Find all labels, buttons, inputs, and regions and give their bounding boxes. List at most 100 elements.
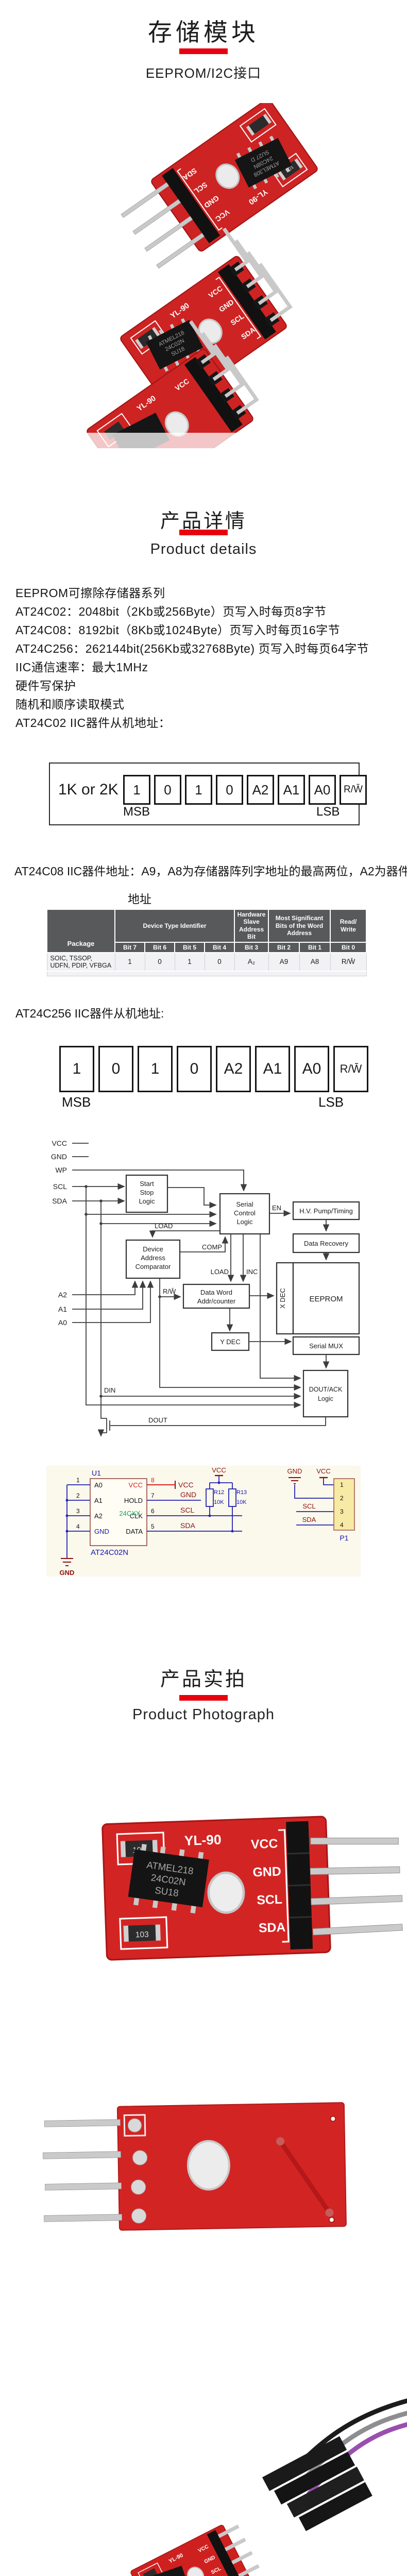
svg-text:Comparator: Comparator bbox=[135, 1263, 171, 1270]
scl-net-label: SCL bbox=[180, 1506, 194, 1514]
bit-cell: 1 bbox=[123, 775, 150, 805]
detail-line: AT24C08：8192bit（8Kb或1024Byte）页写入时每页16字节 bbox=[15, 623, 341, 637]
col-header: Bit 1 bbox=[299, 941, 331, 953]
at24c08-note-line2: 地址 bbox=[128, 892, 151, 906]
svg-text:HOLD: HOLD bbox=[124, 1497, 143, 1504]
hero-product-photo: 103 ATMEL308 24C08N SU27 D YL-90 VCC GND… bbox=[0, 103, 407, 448]
via-hole bbox=[328, 2216, 335, 2223]
svg-text:2: 2 bbox=[76, 1492, 80, 1499]
cell: A8 bbox=[299, 952, 331, 972]
svg-text:VCC: VCC bbox=[129, 1481, 143, 1489]
bit-cell: A2 bbox=[216, 1046, 251, 1092]
block-x-dec bbox=[276, 1262, 294, 1335]
svg-text:Addr/counter: Addr/counter bbox=[197, 1297, 236, 1305]
svg-text:A1: A1 bbox=[94, 1497, 103, 1504]
diagram1-label: 1K or 2K bbox=[58, 781, 118, 798]
col-header: Bit 5 bbox=[174, 941, 205, 953]
section-divider-bar bbox=[179, 1695, 228, 1701]
bit-cell: A2 bbox=[247, 775, 274, 805]
page-subtitle: EEPROM/I2C接口 bbox=[145, 65, 262, 81]
col-header: Bit 7 bbox=[114, 941, 145, 953]
bit-cell: 1 bbox=[138, 1046, 173, 1092]
bit-cell: A1 bbox=[255, 1046, 290, 1092]
via-hole bbox=[330, 2115, 336, 2122]
svg-text:A2: A2 bbox=[94, 1512, 103, 1520]
p1-wires bbox=[294, 1478, 334, 1526]
cell: A₂ bbox=[234, 952, 269, 972]
solder-joint bbox=[132, 2150, 148, 2165]
cell: 1 bbox=[174, 952, 205, 972]
msb-label: MSB bbox=[62, 1094, 91, 1110]
svg-text:Data Word: Data Word bbox=[200, 1289, 232, 1296]
left-net-wires bbox=[66, 1484, 90, 1558]
svg-text:X DEC: X DEC bbox=[279, 1288, 286, 1309]
bit-cell: 0 bbox=[216, 775, 243, 805]
label-rw: R/W̄ bbox=[163, 1287, 176, 1295]
eeprom-chip: ATMEL308 24C08N SU27 D bbox=[234, 135, 292, 190]
col-header: Bit 0 bbox=[330, 941, 367, 953]
photo-with-dupont-wires: 24C02N YL-90 VCC GND SCL SDA bbox=[130, 2398, 407, 2576]
module-with-wires: 24C02N YL-90 VCC GND SCL SDA bbox=[130, 2524, 260, 2576]
page-title: 存储模块 bbox=[148, 19, 259, 46]
pin bbox=[45, 2182, 122, 2191]
pin-labels: VCC GND WP SCL SDA A2 A1 A0 bbox=[51, 1139, 67, 1327]
bit-cell: A1 bbox=[278, 775, 305, 805]
label-en: EN bbox=[272, 1204, 281, 1212]
svg-text:Logic: Logic bbox=[318, 1395, 333, 1402]
junction-dots bbox=[84, 1185, 161, 1398]
mounting-hole bbox=[215, 163, 240, 189]
block-data-word-addr-counter bbox=[182, 1283, 250, 1309]
at24c256-label: AT24C256 IIC器件从机地址: bbox=[15, 1007, 164, 1020]
svg-text:GND: GND bbox=[252, 1865, 281, 1879]
r13-refdes: R13 bbox=[236, 1489, 247, 1496]
photo-front-closeup: 103 103 ATMEL218 24C02N SU18 YL-90 VCC G… bbox=[101, 1816, 403, 1961]
resistor-r12 bbox=[206, 1488, 214, 1507]
vcc-label-pullups: VCC bbox=[212, 1466, 226, 1474]
bit-cell: A0 bbox=[309, 775, 336, 805]
right-net-wires bbox=[147, 1476, 242, 1532]
p1-sda-label: SDA bbox=[302, 1516, 316, 1523]
col-header: Bit 2 bbox=[268, 941, 300, 953]
svg-text:SDA: SDA bbox=[259, 1921, 286, 1936]
block-serial-mux bbox=[292, 1336, 360, 1355]
application-schematic: U1 1 2 3 4 A0 A1 A2 GND GND VCC HOLD CLK bbox=[46, 1466, 361, 1577]
detail-line: AT24C02：2048bit（2Kb或256Byte）页写入时每页8字节 bbox=[15, 605, 327, 618]
label-comp: COMP bbox=[202, 1243, 222, 1251]
p1-scl-label: SCL bbox=[302, 1502, 315, 1510]
label-dout: DOUT bbox=[148, 1416, 167, 1424]
slave-address-diagram-1: 1K or 2K 1 0 1 0 A2 A1 A0 R/W̄ MSB LSB bbox=[49, 762, 367, 825]
block-data-recovery bbox=[292, 1233, 360, 1253]
bit-cell-rw: R/W̄ bbox=[340, 775, 367, 805]
block-hv-pump bbox=[292, 1201, 360, 1221]
svg-text:3: 3 bbox=[76, 1507, 80, 1515]
r12-value: 10K bbox=[214, 1499, 224, 1505]
mounting-hole bbox=[207, 1871, 245, 1914]
pin bbox=[43, 2151, 121, 2159]
module-front: 103 103 ATMEL218 24C02N SU18 YL-90 VCC G… bbox=[101, 1816, 403, 1961]
gnd-symbol-left bbox=[61, 1558, 73, 1566]
svg-text:4: 4 bbox=[76, 1523, 80, 1530]
svg-text:Logic: Logic bbox=[236, 1218, 253, 1226]
module-board-top: 103 ATMEL308 24C08N SU27 D YL-90 VCC GND… bbox=[121, 103, 318, 269]
pin-a1: A1 bbox=[58, 1305, 67, 1313]
section-title-photos-cn: 产品实拍 bbox=[160, 1669, 247, 1690]
pcb-trace bbox=[278, 2139, 332, 2215]
group-header-rw: Read/ Write bbox=[330, 909, 367, 943]
p1-vcc-label: VCC bbox=[316, 1467, 330, 1475]
svg-text:1: 1 bbox=[340, 1481, 344, 1488]
col-header: Bit 3 bbox=[234, 941, 269, 953]
svg-text:Start: Start bbox=[140, 1180, 154, 1188]
svg-text:1: 1 bbox=[76, 1477, 80, 1484]
sda-net-label: SDA bbox=[180, 1521, 195, 1530]
gnd-symbol-p1 bbox=[289, 1477, 301, 1484]
chip-part-number: AT24C02N bbox=[91, 1548, 128, 1557]
solder-joint bbox=[127, 2118, 142, 2132]
at24c08-note-line1: AT24C08 IIC器件地址：A9，A8为存储器阵列字地址的最高两位，A2为器… bbox=[14, 865, 407, 878]
svg-text:8: 8 bbox=[151, 1477, 155, 1484]
svg-text:103: 103 bbox=[135, 1930, 149, 1940]
block-start-stop bbox=[125, 1174, 168, 1213]
mounting-hole bbox=[186, 2140, 230, 2191]
label-din: DIN bbox=[104, 1386, 115, 1394]
svg-text:DATA: DATA bbox=[126, 1528, 143, 1535]
block-dout-ack-logic bbox=[302, 1369, 349, 1418]
